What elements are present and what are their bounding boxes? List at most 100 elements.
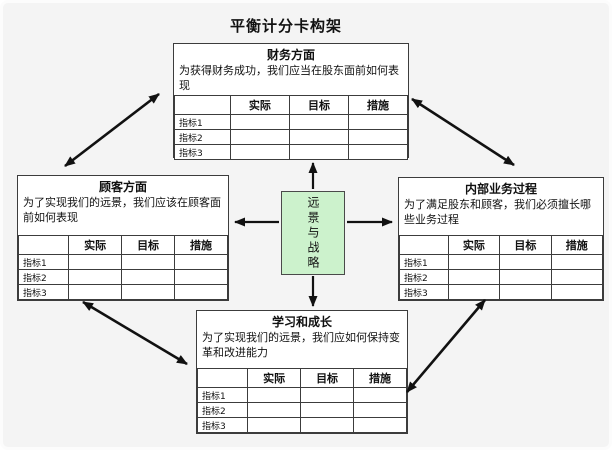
internal-process-panel: 内部业务过程 为了满足股东和顾客，我们必须擅长哪些业务过程 实际 目标 措施 指… [398,177,604,301]
table-row: 指标3 [196,417,407,433]
table-header-row: 实际 目标 措施 [196,368,407,388]
arrow-finance-internal [411,97,515,167]
empty-cell [347,144,409,161]
empty-cell [229,129,290,146]
arrow-learning-internal [406,299,486,393]
empty-cell [499,269,552,285]
arrow-customer-finance [64,92,160,168]
column-header-target: 目标 [121,235,176,255]
corner-cell [174,95,231,116]
empty-cell [288,144,349,161]
vision-strategy-box: 远景与战略 [281,191,345,275]
column-header-measure: 措施 [353,368,407,388]
row-label-indicator-3: 指标3 [196,417,249,433]
internal-indicator-table: 实际 目标 措施 指标1 指标2 指标3 [399,235,604,300]
table-row: 指标2 [399,269,604,285]
customer-indicator-table: 实际 目标 措施 指标1 指标2 指标3 [17,235,228,300]
page-title: 平衡计分卡构架 [229,17,342,35]
row-label-indicator-3: 指标3 [17,284,70,300]
empty-cell [499,284,552,300]
row-label-indicator-1: 指标1 [196,387,249,403]
empty-cell [174,269,228,285]
row-label-indicator-2: 指标2 [399,269,449,285]
empty-cell [550,269,604,285]
table-header-row: 实际 目标 措施 [174,95,409,116]
empty-cell [353,387,407,403]
corner-cell [399,235,449,255]
internal-process-panel-title: 内部业务过程 [464,182,537,196]
learning-indicator-table: 实际 目标 措施 指标1 指标2 指标3 [196,368,407,433]
column-header-actual: 实际 [247,368,302,388]
row-label-indicator-2: 指标2 [17,269,70,285]
empty-cell [229,144,290,161]
empty-cell [174,284,228,300]
customer-panel: 顾客方面 为了实现我们的远景，我们应该在顾客面前如何表现 实际 目标 措施 指标… [17,175,229,301]
table-row: 指标3 [174,144,409,161]
vision-strategy-label: 远景与战略 [306,195,320,271]
table-row: 指标1 [399,254,604,270]
table-row: 指标2 [196,402,407,418]
row-label-indicator-2: 指标2 [174,129,231,146]
internal-process-panel-description: 为了满足股东和顾客，我们必须擅长哪些业务过程 [404,198,591,226]
table-row: 指标2 [17,269,228,285]
table-header-row: 实际 目标 措施 [399,235,604,255]
finance-panel-title: 财务方面 [266,48,315,62]
empty-cell [174,254,228,270]
empty-cell [347,114,409,131]
table-row: 指标2 [174,129,409,146]
table-row: 指标3 [399,284,604,300]
table-row: 指标3 [17,284,228,300]
finance-indicator-table: 实际 目标 措施 指标1 指标2 指标3 [174,95,409,161]
empty-cell [247,402,302,418]
empty-cell [550,284,604,300]
empty-cell [550,254,604,270]
column-header-measure: 措施 [174,235,228,255]
empty-cell [499,254,552,270]
empty-cell [447,284,501,300]
column-header-target: 目标 [499,235,552,255]
empty-cell [68,269,123,285]
empty-cell [229,114,290,131]
finance-panel: 财务方面 为获得财务成功，我们应当在股东面前如何表现 实际 目标 措施 指标1 … [173,43,409,161]
row-label-indicator-2: 指标2 [196,402,249,418]
empty-cell [288,129,349,146]
row-label-indicator-1: 指标1 [399,254,449,270]
empty-cell [447,254,501,270]
row-label-indicator-1: 指标1 [174,114,231,131]
table-row: 指标1 [196,387,407,403]
row-label-indicator-1: 指标1 [17,254,70,270]
learning-growth-panel-title: 学习和成长 [271,315,332,329]
empty-cell [300,402,355,418]
arrow-customer-learning [82,300,188,366]
column-header-actual: 实际 [229,95,290,116]
empty-cell [288,114,349,131]
customer-panel-title: 顾客方面 [98,180,147,194]
empty-cell [121,284,176,300]
row-label-indicator-3: 指标3 [174,144,231,161]
empty-cell [68,254,123,270]
empty-cell [300,417,355,433]
corner-cell [17,235,70,255]
column-header-actual: 实际 [68,235,123,255]
finance-panel-description: 为获得财务成功，我们应当在股东面前如何表现 [179,64,399,92]
corner-cell [196,368,249,388]
column-header-measure: 措施 [550,235,604,255]
empty-cell [121,269,176,285]
learning-growth-panel-description: 为了实现我们的远景，我们应如何保持变革和改进能力 [202,331,400,359]
column-header-target: 目标 [288,95,349,116]
empty-cell [353,402,407,418]
empty-cell [247,387,302,403]
table-header-row: 实际 目标 措施 [17,235,228,255]
learning-growth-panel: 学习和成长 为了实现我们的远景，我们应如何保持变革和改进能力 实际 目标 措施 … [196,310,408,434]
empty-cell [447,269,501,285]
column-header-measure: 措施 [347,95,409,116]
empty-cell [121,254,176,270]
row-label-indicator-3: 指标3 [399,284,449,300]
column-header-target: 目标 [300,368,355,388]
customer-panel-description: 为了实现我们的远景，我们应该在顾客面前如何表现 [23,196,221,224]
empty-cell [247,417,302,433]
empty-cell [353,417,407,433]
table-row: 指标1 [174,114,409,131]
empty-cell [347,129,409,146]
